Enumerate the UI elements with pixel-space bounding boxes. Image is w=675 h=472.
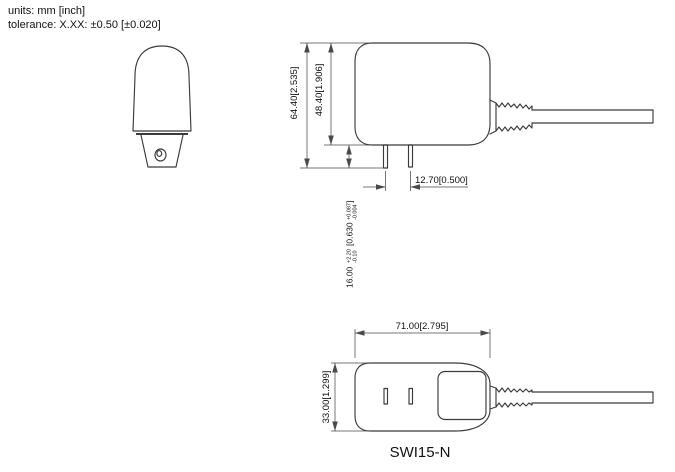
dim-body-length-label: 71.00[2.795] bbox=[396, 321, 449, 332]
drawing-notes: units: mm [inch] tolerance: X.XX: ±0.50 … bbox=[8, 4, 161, 33]
pin-length-inch-tol-minus: -0.004 bbox=[353, 204, 359, 220]
cable-collar-bottom-view bbox=[489, 385, 497, 410]
cable-strain-relief-bottom bbox=[495, 122, 533, 132]
adapter-front-body bbox=[132, 45, 192, 132]
adapter-front-plug-face bbox=[140, 134, 184, 168]
strain-relief-bottom-view-top bbox=[495, 387, 533, 393]
pin-slot-right bbox=[408, 387, 414, 405]
cable bbox=[531, 109, 654, 124]
dim-body-height-label: 48.40[1.906] bbox=[314, 64, 325, 117]
dimensions-side-view: 64.40[2.535] 48.40[1.906] 16.00 +2.20 -0… bbox=[289, 42, 468, 288]
strain-relief-bottom-view-bottom bbox=[495, 402, 533, 408]
dim-overall-height-label: 64.40[2.535] bbox=[289, 67, 300, 120]
drawing-title: SWI15-N bbox=[390, 444, 451, 461]
pin-length-inch-tol-plus: +0.087 bbox=[347, 203, 353, 220]
dim-pin-spacing-label: 12.70[0.500] bbox=[415, 175, 468, 186]
cable-bottom-view bbox=[531, 391, 654, 404]
label-plate bbox=[437, 370, 487, 421]
cable-collar bbox=[489, 99, 497, 135]
pin-length-inch-close: ] bbox=[345, 201, 355, 203]
front-view bbox=[132, 45, 192, 168]
side-view bbox=[354, 42, 654, 169]
pin-length-inch-value: [0.630 bbox=[345, 222, 355, 246]
dimensions-bottom-view: 71.00[2.795] 33.00[1.299] bbox=[321, 321, 491, 432]
plug-pin-right bbox=[407, 144, 414, 168]
pin-length-tol-minus: -0.10 bbox=[353, 250, 359, 263]
adapter-bottom-body bbox=[354, 362, 491, 432]
adapter-side-body bbox=[354, 42, 491, 146]
plug-face-hole bbox=[154, 148, 167, 162]
pin-length-value: 16.00 bbox=[345, 266, 355, 288]
pin-slot-left bbox=[383, 387, 389, 405]
cable-strain-relief-top bbox=[495, 102, 533, 111]
pin-length-tol-plus: +2.20 bbox=[347, 249, 353, 263]
bottom-view bbox=[354, 362, 654, 432]
units-note: units: mm [inch] bbox=[8, 5, 86, 17]
plug-face-hole-inner bbox=[156, 150, 163, 157]
dim-pin-length-label: 16.00 +2.20 -0.10 [0.630 +0.087 -0.004 ] bbox=[345, 201, 359, 288]
dim-body-width-label: 33.00[1.299] bbox=[321, 371, 332, 424]
plug-pin-left bbox=[382, 144, 389, 169]
tolerance-note: tolerance: X.XX: ±0.50 [±0.020] bbox=[8, 19, 161, 32]
